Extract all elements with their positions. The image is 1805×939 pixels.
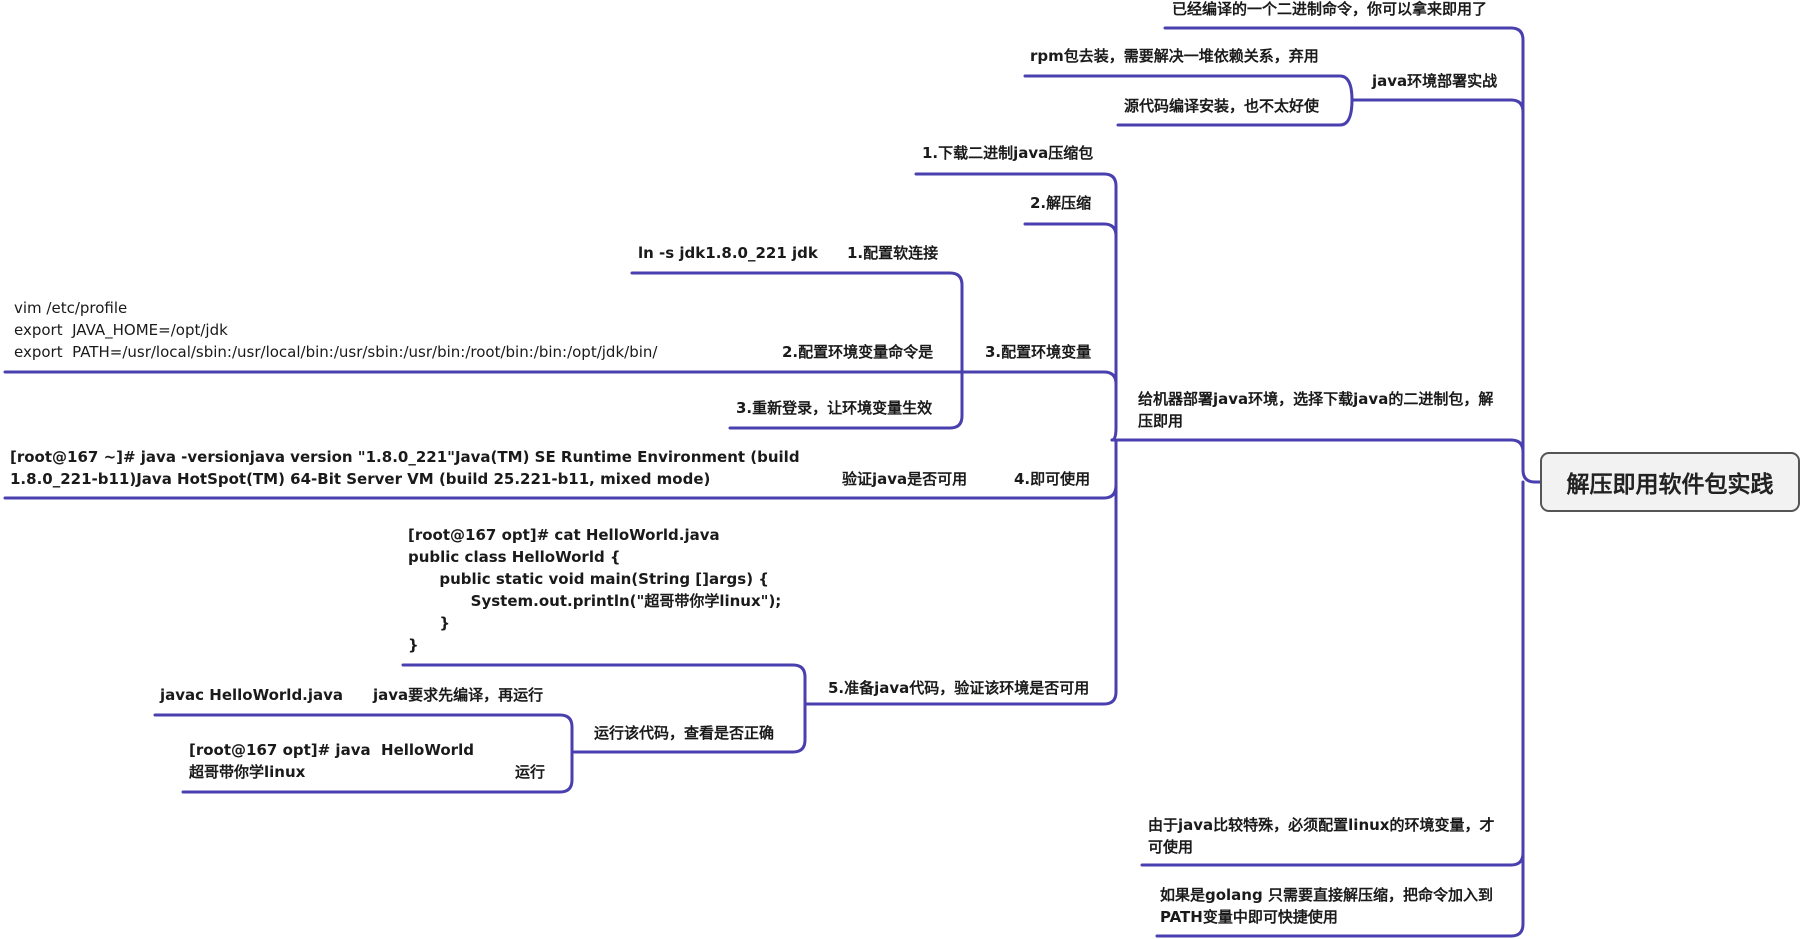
link-deploy-vertical <box>914 172 1118 442</box>
link-source <box>1116 98 1354 127</box>
spine-link-golang <box>1155 851 1525 938</box>
link-step3 <box>3 370 1118 386</box>
link-step3-3 <box>728 370 964 430</box>
link-step3-bracket <box>630 271 964 374</box>
spine-link-env-deploy <box>1350 98 1525 114</box>
link-rpm <box>1023 74 1354 102</box>
step-5-run-output[interactable]: [root@167 opt]# java HelloWorld 超哥带你学lin… <box>189 741 474 781</box>
step-1-download[interactable]: 1.下载二进制java压缩包 <box>922 144 1094 162</box>
link-step5 <box>803 483 1118 706</box>
spine-link-deploy-java <box>1110 438 1525 454</box>
java-special-note[interactable]: 由于java比较特殊，必须配置linux的环境变量，才可使用 <box>1148 816 1495 856</box>
step-3-2-command-block[interactable]: vim /etc/profile export JAVA_HOME=/opt/j… <box>14 299 658 361</box>
link-step5-run <box>570 702 807 754</box>
env-deploy-topic[interactable]: java环境部署实战 <box>1372 72 1498 90</box>
step-5-run[interactable]: 运行该代码，查看是否正确 <box>594 724 775 742</box>
compiled-command-note[interactable]: 已经编译的一个二进制命令，你可以拿来即用了 <box>1172 0 1488 18</box>
spine-link-java-special <box>1140 480 1525 867</box>
step-5-compile-note[interactable]: java要求先编译，再运行 <box>373 686 544 704</box>
step-5-run-label[interactable]: 运行 <box>515 763 546 781</box>
source-note[interactable]: 源代码编译安装，也不太好使 <box>1124 97 1320 115</box>
step-4-verify[interactable]: 验证java是否可用 <box>842 470 968 488</box>
step-4-ready[interactable]: 4.即可使用 <box>1014 470 1091 488</box>
step-3-env[interactable]: 3.配置环境变量 <box>985 343 1092 361</box>
golang-note[interactable]: 如果是golang 只需要直接解压缩，把命令加入到PATH变量中即可快捷使用 <box>1160 886 1493 926</box>
root-topic[interactable]: 解压即用软件包实践 <box>1540 452 1800 512</box>
step-3-1-command[interactable]: ln -s jdk1.8.0_221 jdk <box>638 244 818 262</box>
link-step2 <box>1023 222 1118 238</box>
link-step5-code <box>401 663 807 706</box>
step-5-code-block[interactable]: [root@167 opt]# cat HelloWorld.java publ… <box>408 526 782 654</box>
link-run-compile <box>153 713 574 754</box>
step-4-version-output[interactable]: [root@167 ~]# java -versionjava version … <box>10 448 800 488</box>
step-3-1-symlink[interactable]: 1.配置软连接 <box>847 244 939 262</box>
step-5-compile-command[interactable]: javac HelloWorld.java <box>160 686 344 704</box>
step-3-3-relogin[interactable]: 3.重新登录，让环境变量生效 <box>736 399 933 417</box>
step-2-extract[interactable]: 2.解压缩 <box>1030 194 1092 212</box>
rpm-note[interactable]: rpm包去装，需要解决一堆依赖关系，弃用 <box>1030 47 1319 65</box>
link-run-output <box>181 750 574 794</box>
deploy-java-topic[interactable]: 给机器部署java环境，选择下载java的二进制包，解压即用 <box>1138 390 1494 430</box>
spine-link-compiled <box>1163 26 1542 484</box>
step-3-2-env-cmd[interactable]: 2.配置环境变量命令是 <box>782 343 934 361</box>
step-5-prepare[interactable]: 5.准备java代码，验证该环境是否可用 <box>828 679 1090 697</box>
